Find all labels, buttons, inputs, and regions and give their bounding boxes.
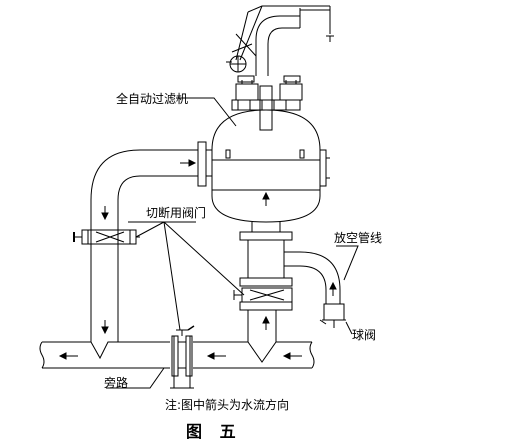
flow-arrows (58, 159, 337, 360)
flow-direction-note: 注:图中箭头为水流方向 (165, 398, 290, 412)
outlet-cutoff-valve (233, 277, 293, 311)
left-cutoff-valve (73, 229, 140, 245)
filter-vessel (211, 85, 330, 223)
ball-valve (319, 303, 346, 328)
outlet-pipe (239, 222, 341, 342)
vent-line-label: 放空管线 (334, 231, 383, 245)
bypass-valve (170, 325, 195, 389)
ball-valve-label: 球阀 (352, 328, 377, 342)
leader-lines (106, 97, 359, 389)
bypass-label: 旁路 (104, 376, 129, 390)
left-branch-pipe (90, 149, 198, 342)
figure-caption: 图 五 (186, 422, 242, 441)
drive-assembly (226, 5, 334, 101)
main-pipe (39, 341, 315, 369)
inlet-flange (197, 141, 212, 187)
filter-label: 全自动过滤机 (116, 92, 189, 106)
cutoff-valve-label: 切断用阀门 (146, 206, 207, 220)
